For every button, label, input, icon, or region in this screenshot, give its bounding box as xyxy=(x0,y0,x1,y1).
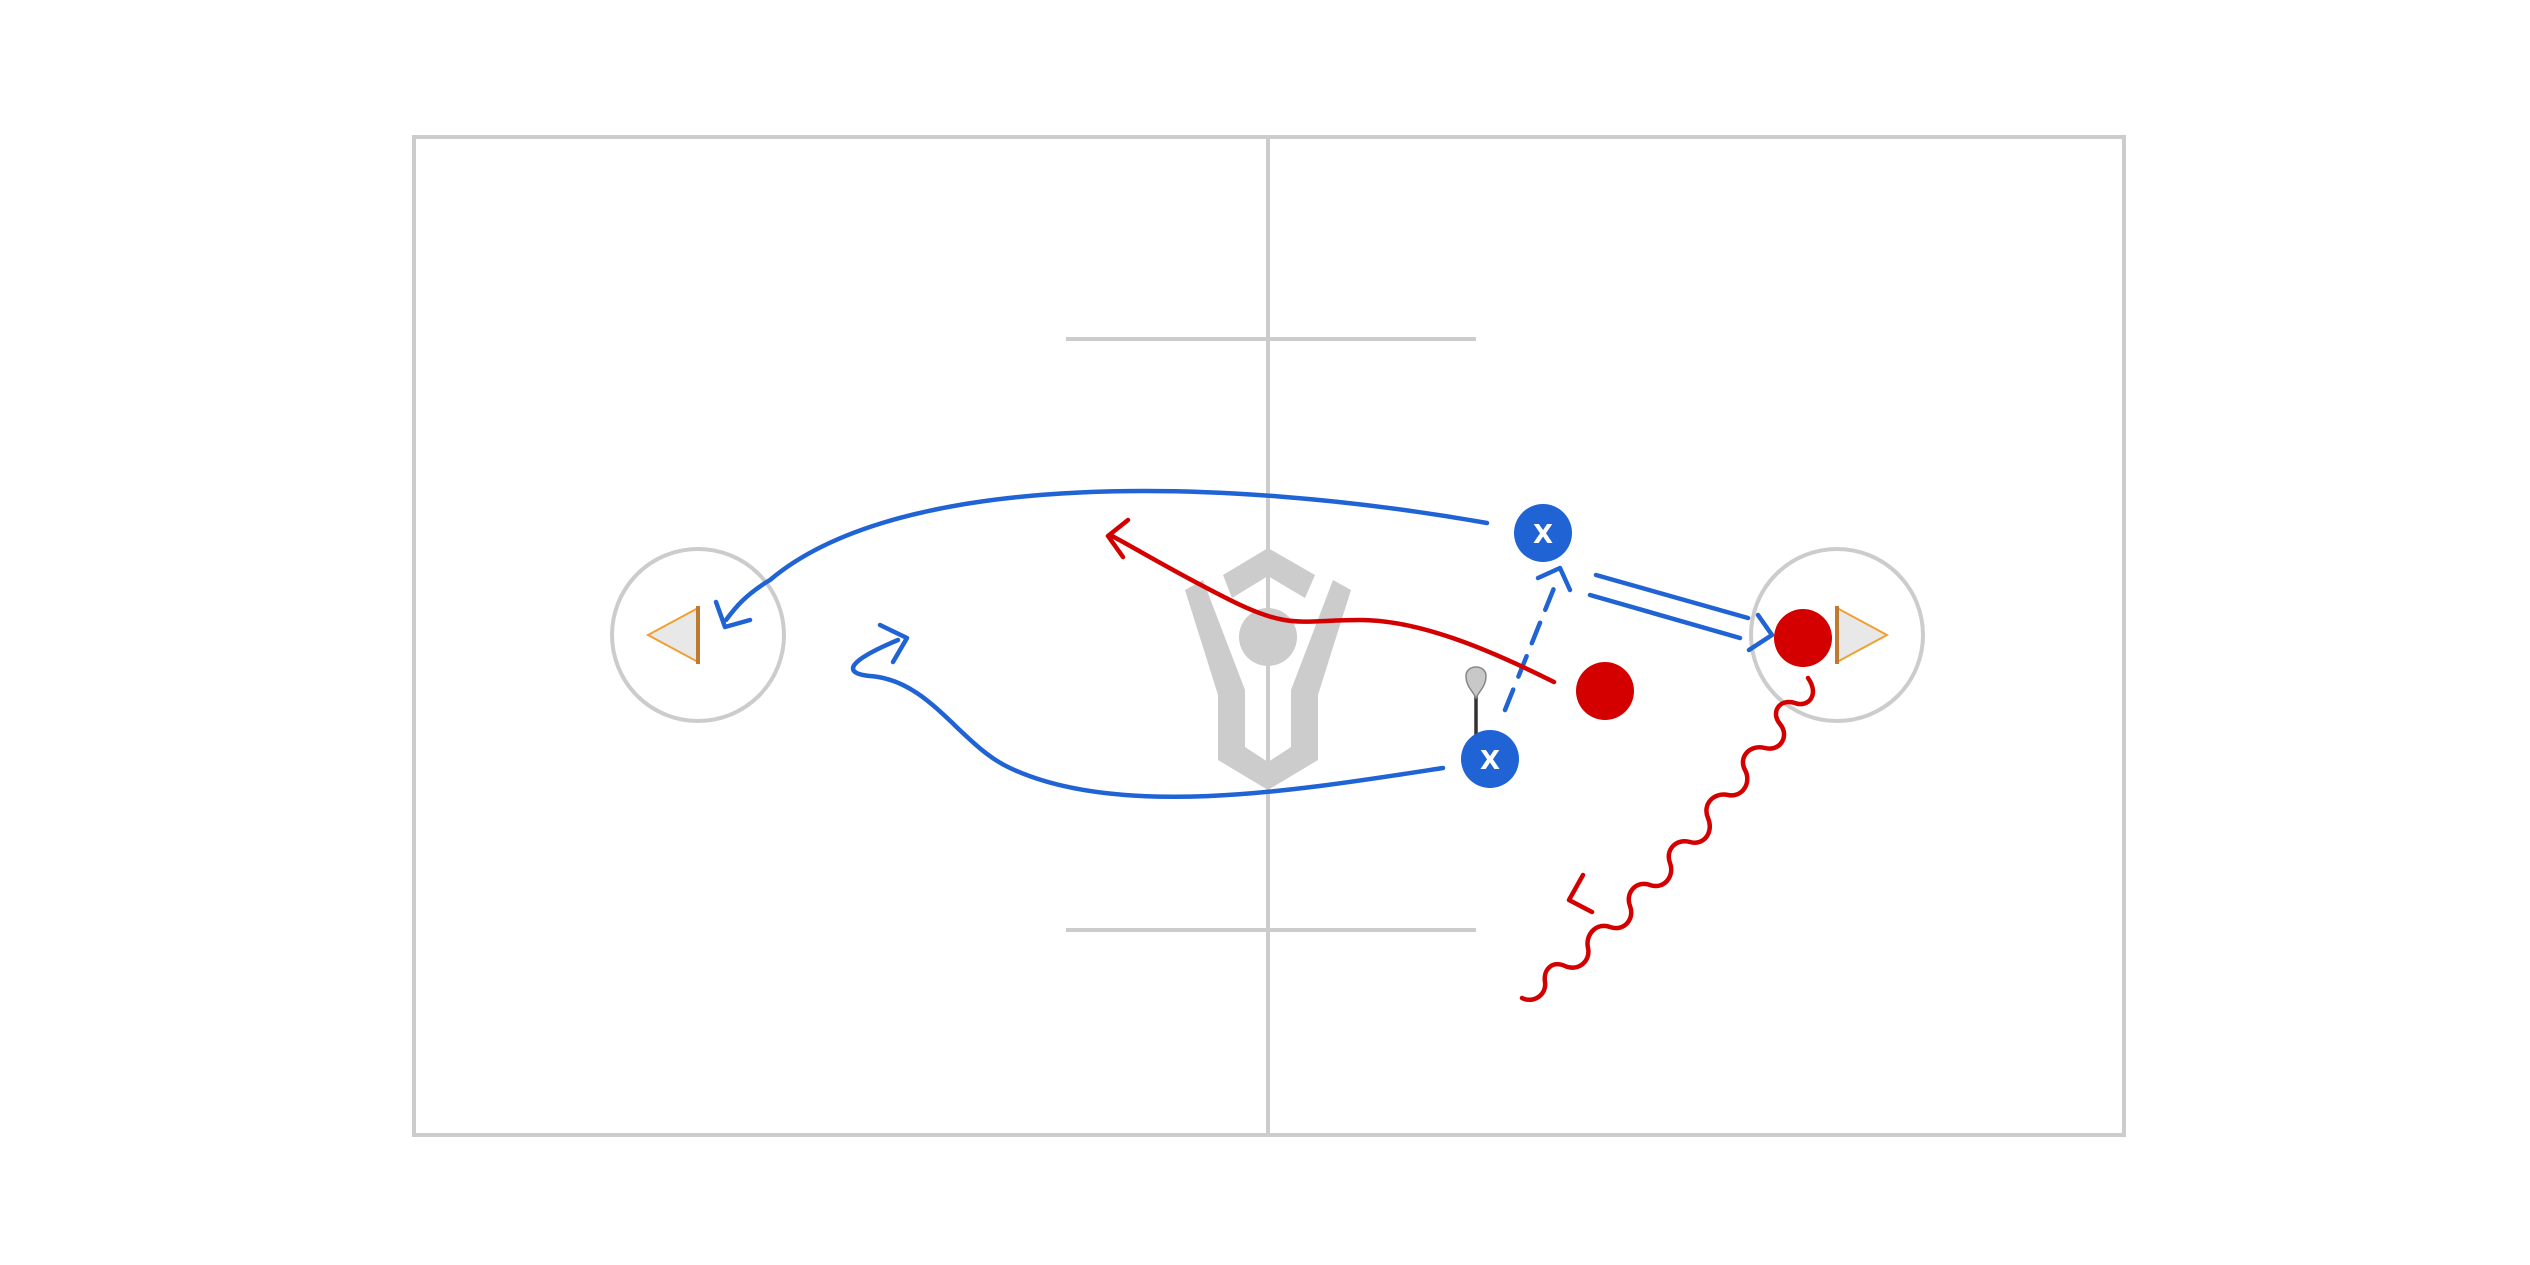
blue-cut-top-path xyxy=(723,488,1490,623)
player-o-goal xyxy=(1774,609,1832,667)
left-crease xyxy=(610,547,786,723)
blue-double-line-b xyxy=(1587,592,1743,641)
red-dodge-path xyxy=(1519,675,1816,1002)
red-cut-path xyxy=(1107,532,1557,685)
red-paths xyxy=(1105,517,1816,1002)
blue-cut-bottom-path xyxy=(850,637,1446,800)
blue-pass-path xyxy=(1502,575,1561,713)
team-logo-icon xyxy=(1185,548,1351,790)
svg-text:X: X xyxy=(1480,746,1500,776)
blue-cut-bottom-arrowhead xyxy=(877,622,910,665)
blue-double-line-a xyxy=(1593,572,1751,621)
player-x-bottom: X xyxy=(1461,730,1519,788)
red-cut-arrowhead xyxy=(1105,517,1131,560)
right-goal-icon xyxy=(1835,606,1890,664)
player-x-top: X xyxy=(1514,504,1572,562)
svg-text:X: X xyxy=(1533,520,1553,550)
blue-cut-top-arrowhead xyxy=(713,599,753,630)
red-dodge-arrowhead xyxy=(1566,872,1595,915)
blue-double-line-arrowhead xyxy=(1746,612,1775,653)
blue-pass-arrowhead xyxy=(1535,565,1573,593)
right-crease xyxy=(1749,547,1925,723)
blue-paths xyxy=(713,488,1775,800)
left-goal-icon xyxy=(645,606,700,664)
player-o-mid xyxy=(1576,662,1634,720)
